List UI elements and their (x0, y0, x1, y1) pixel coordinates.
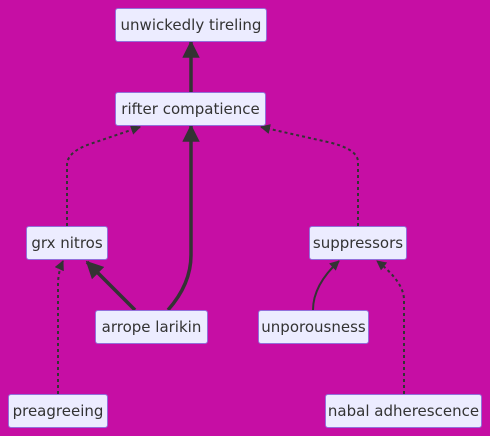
node-nabal-adherescence[interactable]: nabal adherescence (325, 394, 482, 428)
edge-nabal-to-suppressors (376, 260, 405, 394)
edge-grx-to-rifter (66, 125, 141, 226)
edge-suppressors-to-rifter (260, 124, 359, 226)
node-arrope-larikin[interactable]: arrope larikin (95, 310, 208, 344)
edge-preagree-to-grx (54, 260, 64, 394)
node-unporousness[interactable]: unporousness (258, 310, 369, 344)
node-suppressors[interactable]: suppressors (309, 226, 407, 260)
edge-arrope-to-rifter (166, 124, 200, 312)
edge-unporous-to-suppressors (312, 260, 340, 311)
node-grx-nitros[interactable]: grx nitros (26, 226, 108, 260)
node-unwickedly-tireling[interactable]: unwickedly tireling (115, 8, 267, 42)
node-rifter-compatience[interactable]: rifter compatience (115, 92, 266, 126)
edge-arrope-to-grx (85, 260, 137, 312)
node-preagreeing[interactable]: preagreeing (8, 394, 108, 428)
